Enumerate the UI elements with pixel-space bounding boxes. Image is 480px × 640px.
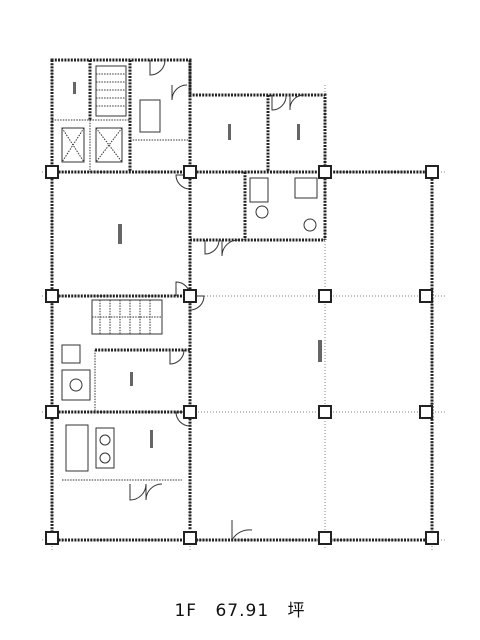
area-value: 67.91 bbox=[215, 601, 270, 621]
stairs bbox=[91, 65, 163, 335]
floor-caption: 1F 67.91 坪 bbox=[0, 596, 480, 621]
grid-lines bbox=[42, 60, 445, 550]
floor-plan bbox=[42, 58, 445, 550]
floor-label: 1F bbox=[174, 601, 198, 621]
fixtures bbox=[61, 99, 318, 481]
structural-columns bbox=[45, 165, 439, 545]
doors bbox=[129, 59, 305, 542]
area-unit: 坪 bbox=[287, 601, 306, 621]
room-label-marks bbox=[73, 82, 322, 448]
